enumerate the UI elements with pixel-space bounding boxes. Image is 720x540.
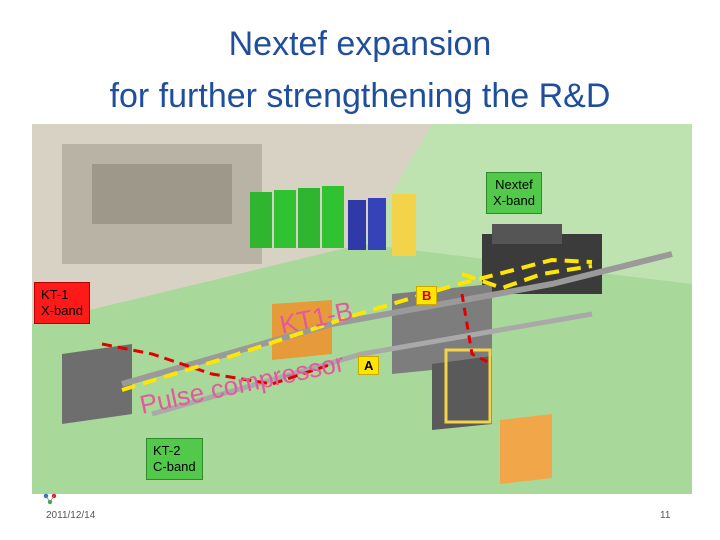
blue-cabinets: [348, 198, 386, 250]
page-number: 11: [660, 510, 671, 521]
yellow-tank: [392, 194, 416, 256]
tag-b: B: [416, 286, 438, 305]
kek-logo-icon: [43, 493, 57, 505]
kt2-cband-label: KT-2 C-band: [146, 438, 203, 480]
kt1b-yellow-path: [121, 257, 593, 392]
nextef-xband-label: Nextef X-band: [486, 172, 542, 214]
safety-fence: [444, 348, 492, 424]
green-cabinets: [250, 186, 344, 248]
orange-cabinet: [500, 414, 552, 484]
slide-title-line2: for further strengthening the R&D: [109, 77, 611, 115]
facility-illustration: KT1-B Pulse compressor: [32, 124, 692, 494]
kt1-equipment: [62, 344, 132, 424]
kt1-xband-label: KT-1 X-band: [34, 282, 90, 324]
slide-date: 2011/12/14: [46, 510, 96, 521]
tag-a: A: [358, 356, 380, 375]
kt1-red-path: [101, 342, 333, 386]
slide-title-line1: Nextef expansion: [228, 25, 492, 63]
